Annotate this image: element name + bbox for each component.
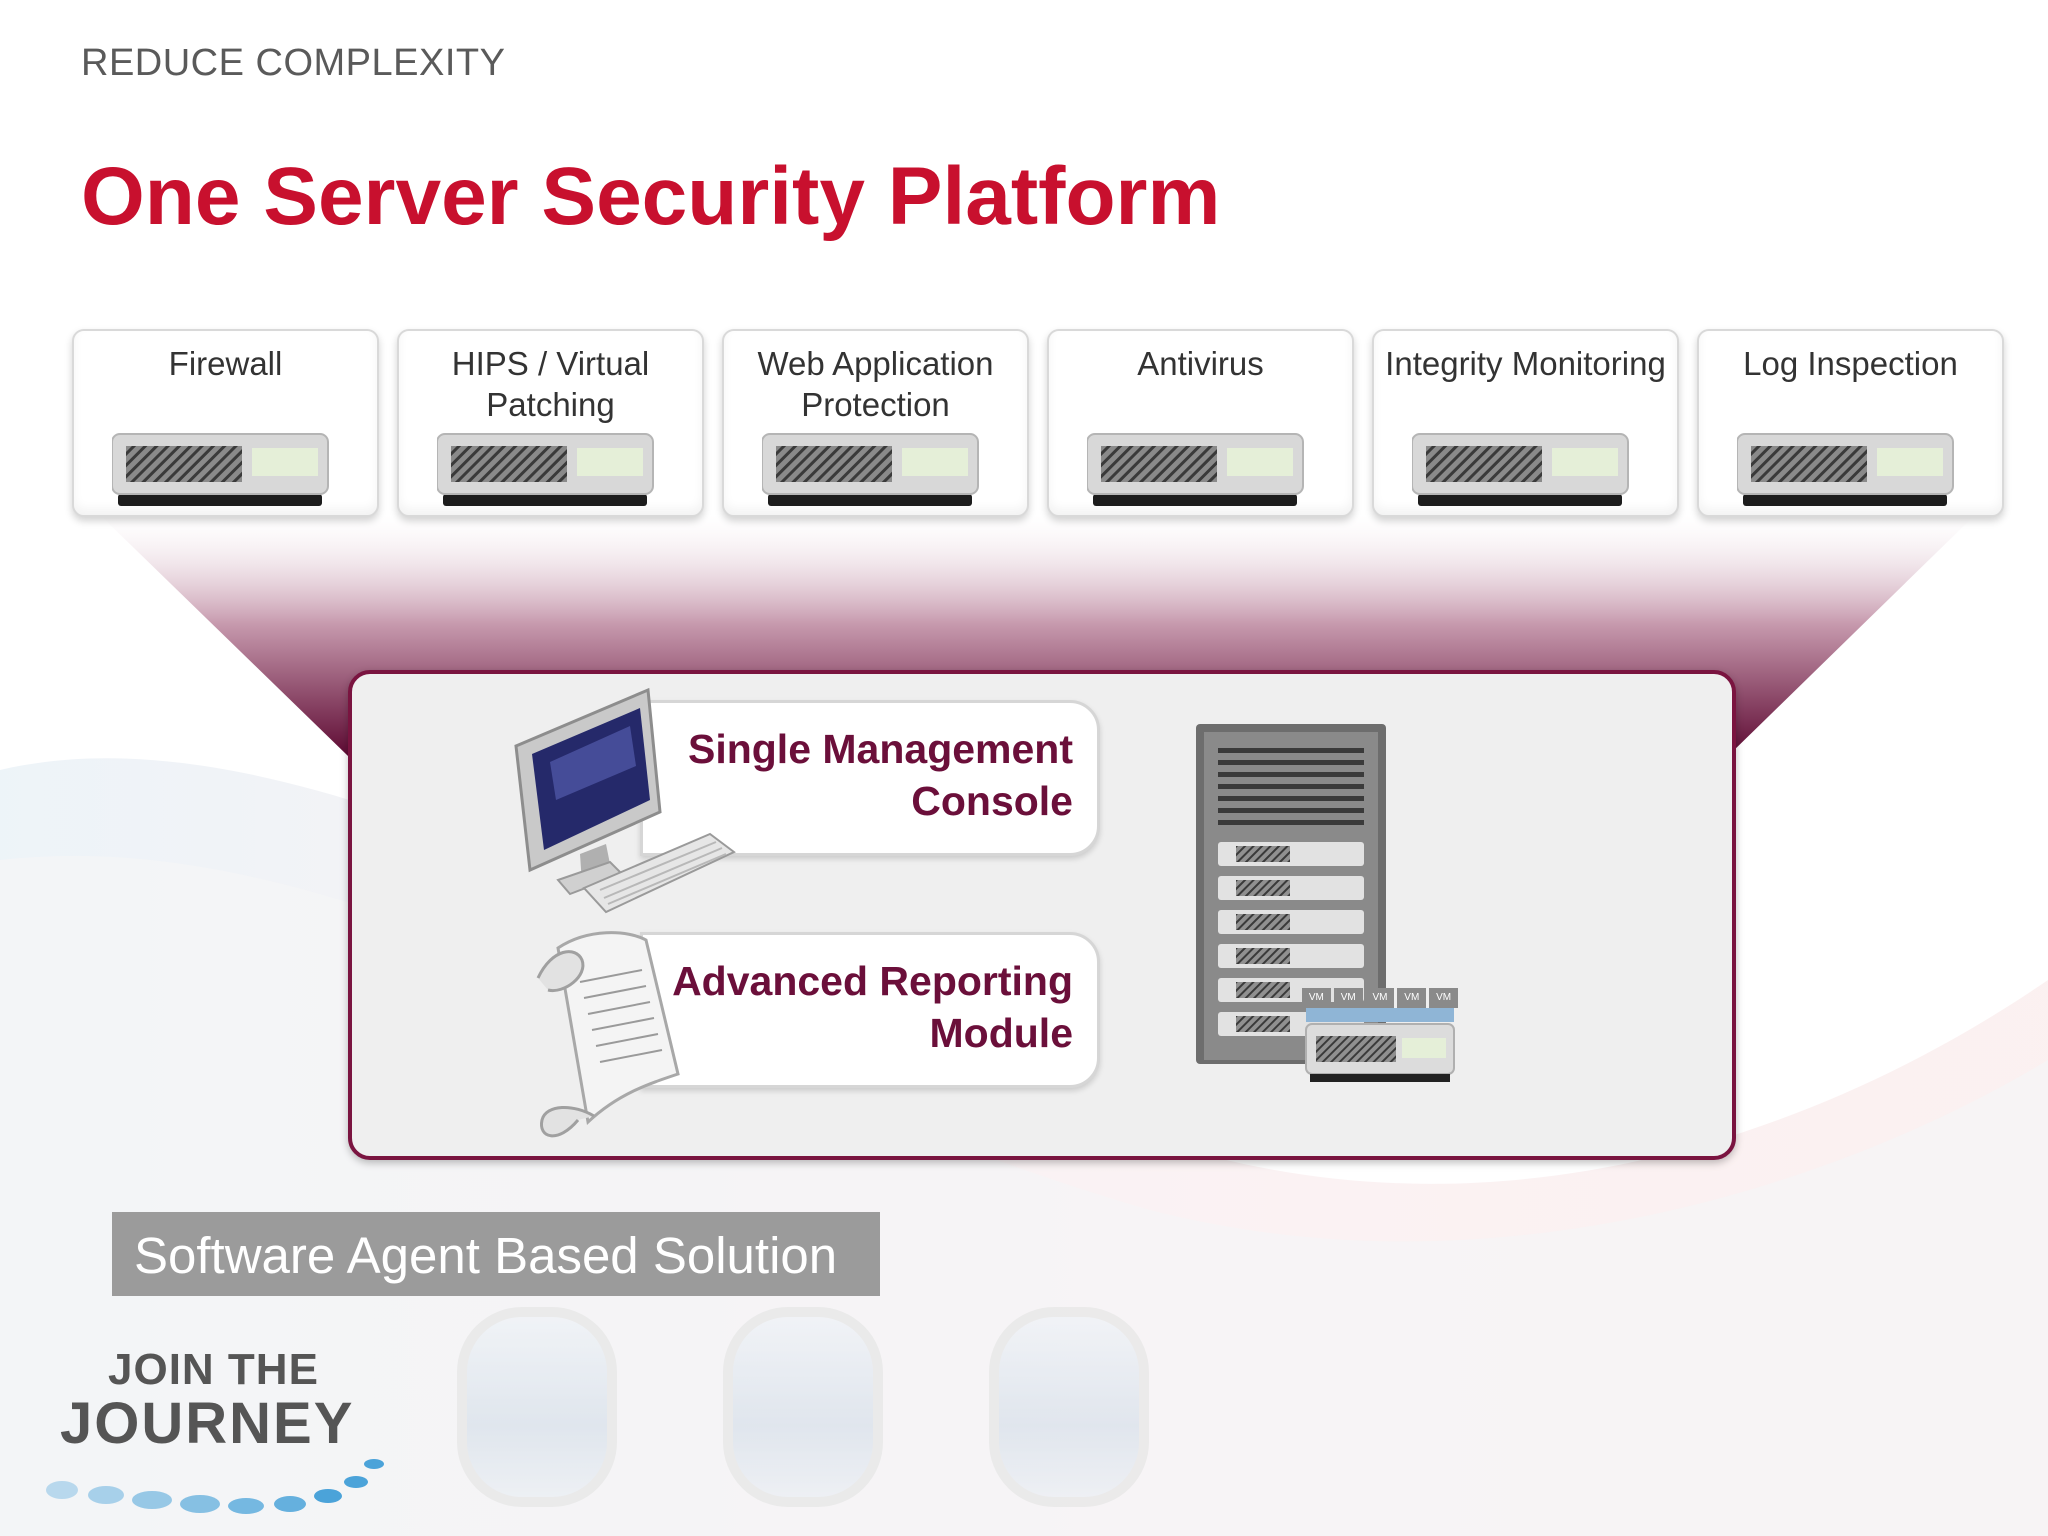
appliance-icon <box>1737 433 1954 506</box>
subtitle-text: Software Agent Based Solution <box>134 1227 838 1284</box>
subtitle-bar: Software Agent Based Solution <box>112 1212 880 1296</box>
module-web-application-protection: Web Application Protection <box>722 329 1029 517</box>
appliance-icon <box>1087 433 1304 506</box>
appliance-icon <box>437 433 654 506</box>
join-the-journey-logo-swirl <box>46 1459 384 1514</box>
slide-title: One Server Security Platform <box>81 151 1221 242</box>
report-scroll-icon <box>536 931 680 1138</box>
module-label: Integrity Monitoring <box>1385 345 1666 382</box>
appliance-icon <box>112 433 329 506</box>
module-label: HIPS / Virtual Patching <box>451 345 650 423</box>
vm-tag: VM <box>1302 988 1331 1008</box>
reporting-module-label: Advanced Reporting Module <box>672 958 1073 1056</box>
virtualization-host-icon: VM VM VM VM VM <box>1302 988 1458 1084</box>
appliance-icon <box>762 433 979 506</box>
module-hips-virtual-patching: HIPS / Virtual Patching <box>397 329 704 517</box>
vm-tag: VM <box>1397 988 1427 1008</box>
management-console-pill: Single Management Console <box>640 700 1100 856</box>
appliance-icon <box>1412 433 1629 506</box>
logo-line-1: JOIN THE <box>108 1345 319 1394</box>
module-label: Log Inspection <box>1743 345 1958 382</box>
vm-tag: VM <box>1365 988 1395 1008</box>
module-antivirus: Antivirus <box>1047 329 1354 517</box>
logo-line-2: JOURNEY <box>60 1391 355 1456</box>
module-label: Antivirus <box>1137 345 1264 382</box>
module-label: Web Application Protection <box>757 345 994 423</box>
module-firewall: Firewall <box>72 329 379 517</box>
module-integrity-monitoring: Integrity Monitoring <box>1372 329 1679 517</box>
vm-tag: VM <box>1333 988 1363 1008</box>
module-label: Firewall <box>168 345 283 382</box>
module-log-inspection: Log Inspection <box>1697 329 2004 517</box>
computer-monitor-icon <box>514 687 736 914</box>
reporting-module-pill: Advanced Reporting Module <box>640 932 1100 1088</box>
vm-tag: VM <box>1429 988 1458 1008</box>
security-modules: Firewall HIPS / Virtual Patching <box>72 329 2008 517</box>
server-rack-icon <box>1196 724 1386 1064</box>
management-console-label: Single Management Console <box>687 726 1073 824</box>
section-eyebrow: REDUCE COMPLEXITY <box>81 42 506 84</box>
